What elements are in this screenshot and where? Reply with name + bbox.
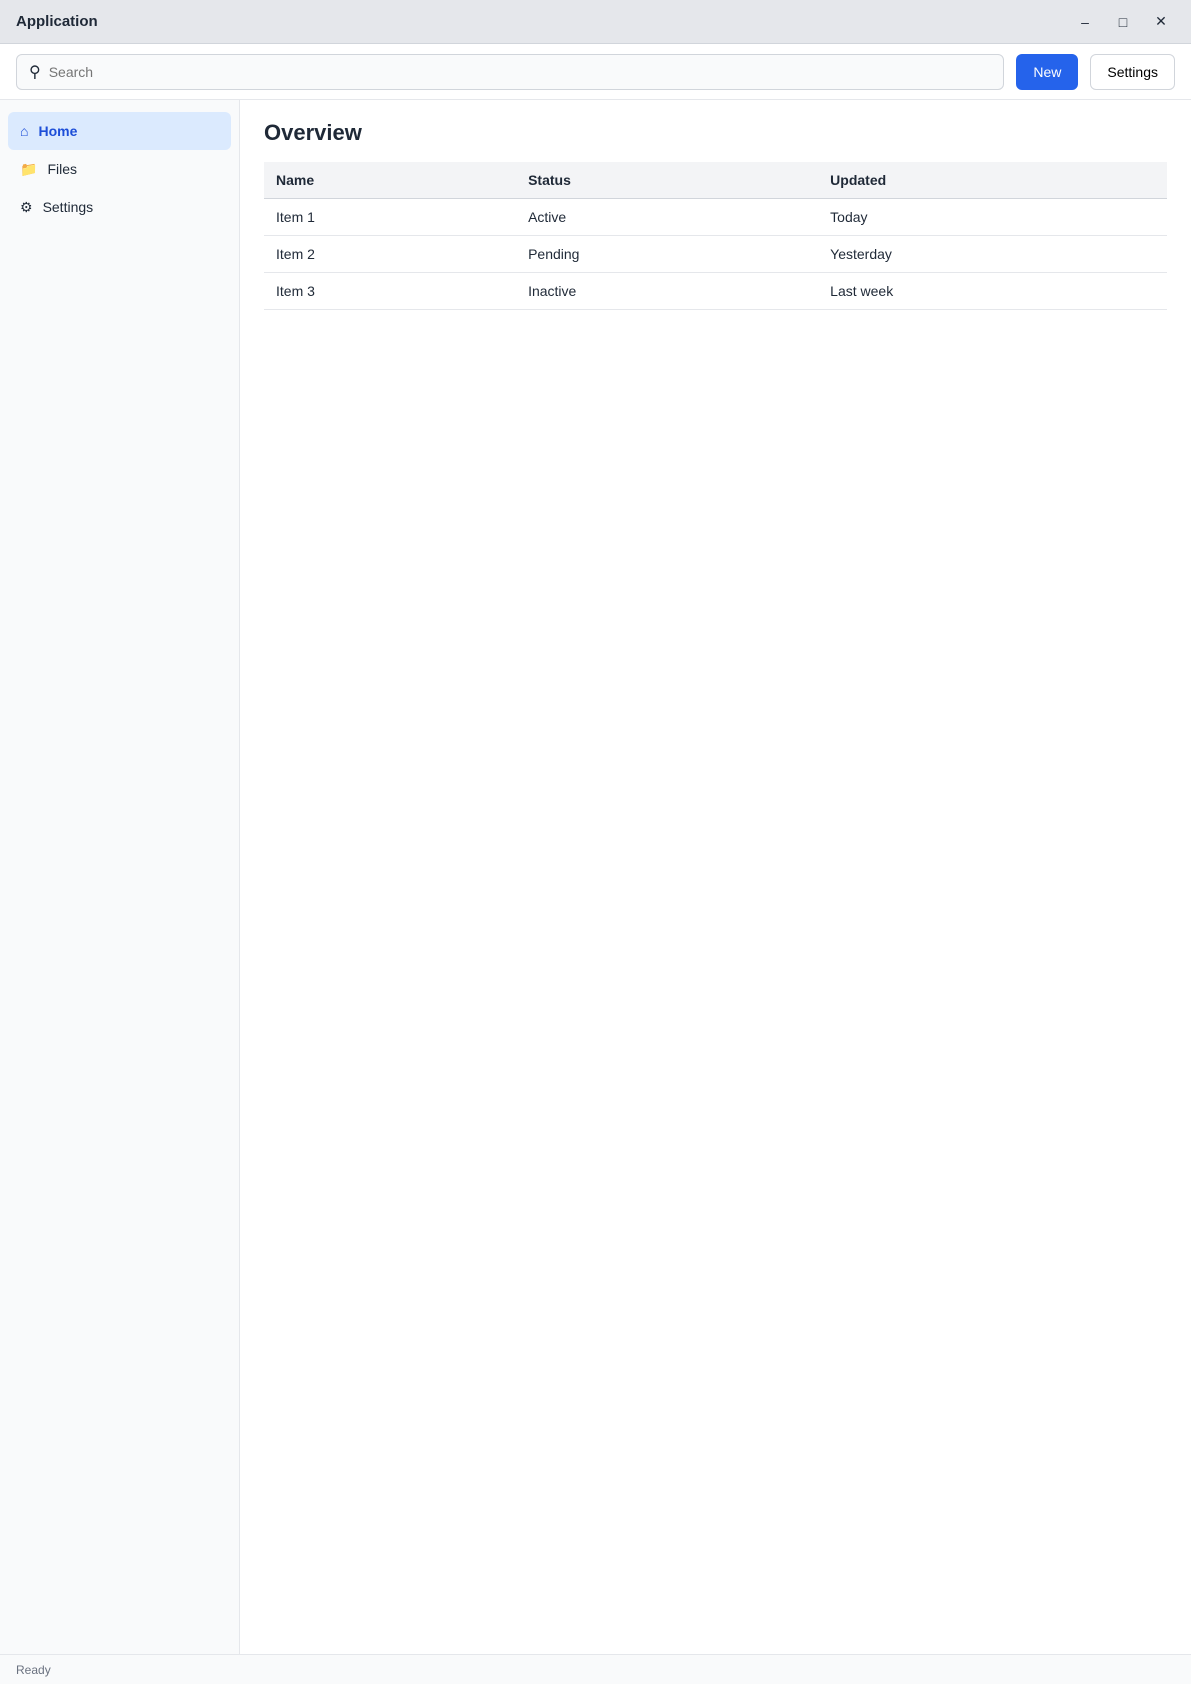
sidebar: ⌂ Home 📁 Files ⚙ Settings [0,100,240,1654]
home-icon: ⌂ [20,123,28,139]
app-body: ⌂ Home 📁 Files ⚙ Settings Overview Name … [0,100,1191,1654]
table-cell: Item 3 [264,273,516,310]
table-cell: Last week [818,273,1167,310]
sidebar-item-label: Settings [43,199,94,215]
sidebar-item-settings[interactable]: ⚙ Settings [8,188,231,226]
maximize-icon[interactable]: □ [1109,10,1137,34]
main-content: Overview Name Status Updated Item 1 Acti… [240,100,1191,1654]
search-icon: ⚲ [29,62,41,82]
table-cell: Active [516,199,818,236]
table-header-row: Name Status Updated [264,162,1167,199]
page-title: Overview [264,120,1167,146]
table-cell: Item 1 [264,199,516,236]
table-cell: Pending [516,236,818,273]
column-header[interactable]: Status [516,162,818,199]
gear-icon: ⚙ [20,199,33,216]
settings-button[interactable]: Settings [1090,54,1175,90]
close-icon[interactable]: ✕ [1147,10,1175,34]
sidebar-item-home[interactable]: ⌂ Home [8,112,231,150]
column-header[interactable]: Updated [818,162,1167,199]
minimize-icon[interactable]: – [1071,10,1099,34]
status-bar: Ready [0,1654,1191,1684]
toolbar: ⚲ New Settings [0,44,1191,100]
table-cell: Yesterday [818,236,1167,273]
table-cell: Item 2 [264,236,516,273]
sidebar-item-label: Home [38,123,77,139]
status-text: Ready [16,1663,51,1677]
window-title: Application [16,13,98,30]
folder-icon: 📁 [20,161,37,178]
column-header[interactable]: Name [264,162,516,199]
table-row[interactable]: Item 1 Active Today [264,199,1167,236]
sidebar-item-files[interactable]: 📁 Files [8,150,231,188]
table-row[interactable]: Item 2 Pending Yesterday [264,236,1167,273]
search-box: ⚲ [16,54,1004,90]
sidebar-item-label: Files [47,161,77,177]
new-button[interactable]: New [1016,54,1078,90]
search-input[interactable] [49,64,992,80]
table-cell: Today [818,199,1167,236]
data-table: Name Status Updated Item 1 Active Today … [264,162,1167,310]
table-row[interactable]: Item 3 Inactive Last week [264,273,1167,310]
window-controls: – □ ✕ [1071,10,1175,34]
title-bar: Application – □ ✕ [0,0,1191,44]
table-cell: Inactive [516,273,818,310]
